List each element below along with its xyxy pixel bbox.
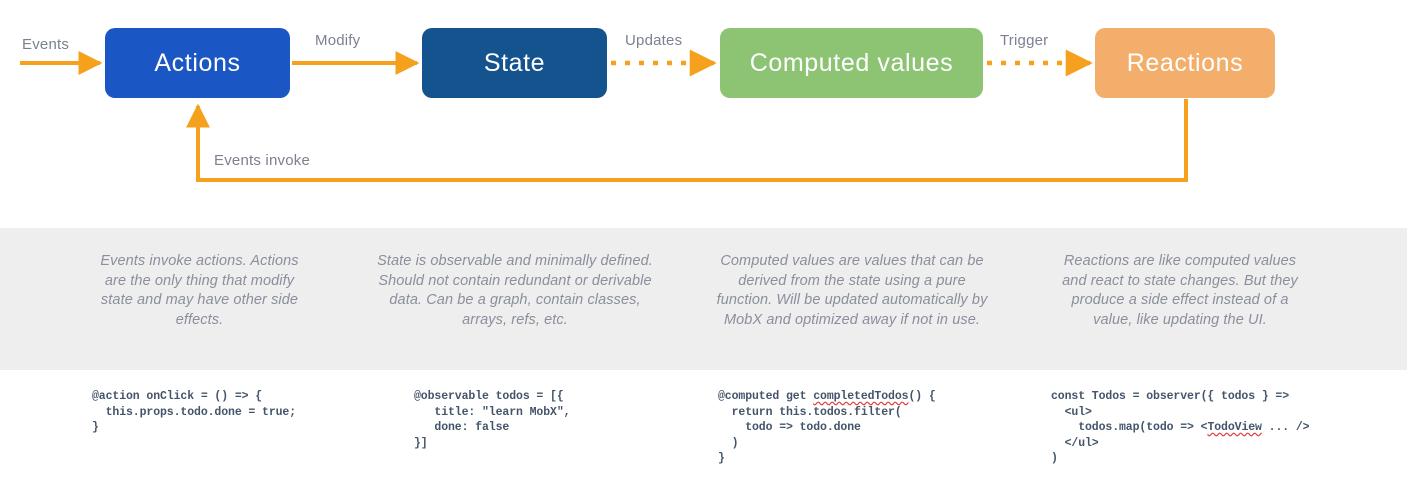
code-computed-prefix: @computed get xyxy=(718,390,814,403)
description-computed: Computed values are values that can be d… xyxy=(716,253,988,328)
description-state: State is observable and minimally define… xyxy=(377,253,653,328)
code-computed-misspelled-word: completedTodos xyxy=(813,390,909,403)
code-block-actions: @action onClick = () => { this.props.tod… xyxy=(92,390,297,434)
edge-label-trigger: Trigger xyxy=(1000,32,1049,49)
node-actions-label: Actions xyxy=(154,48,241,77)
edge-label-modify: Modify xyxy=(315,32,361,49)
code-reactions-suffix: ... /> </ul> ) xyxy=(1051,421,1310,465)
node-state[interactable]: State xyxy=(422,28,607,98)
node-reactions[interactable]: Reactions xyxy=(1095,28,1275,98)
node-reactions-label: Reactions xyxy=(1126,48,1244,77)
diagram-arrows-layer xyxy=(20,49,1188,182)
edge-label-events-invoke: Events invoke xyxy=(214,152,310,169)
edge-label-updates: Updates xyxy=(625,32,683,49)
node-computed-values-label: Computed values xyxy=(749,48,954,77)
code-reactions-misspelled-word: TodoView xyxy=(1207,421,1262,434)
code-reactions-prefix: const Todos = observer({ todos } => <ul>… xyxy=(1051,390,1290,434)
code-block-computed: @computed get completedTodos() { return … xyxy=(718,389,936,467)
code-computed-suffix: () { return this.todos.filter( todo => t… xyxy=(718,390,936,465)
description-actions: Events invoke actions. Actions are the o… xyxy=(100,253,299,328)
edge-label-events: Events xyxy=(22,36,70,53)
node-actions[interactable]: Actions xyxy=(105,28,290,98)
description-reactions: Reactions are like computed values and r… xyxy=(1062,253,1298,328)
node-state-label: State xyxy=(483,48,546,77)
arrow-events-invoke xyxy=(186,99,1188,182)
code-block-reactions: const Todos = observer({ todos } => <ul>… xyxy=(1051,389,1310,467)
description-band: Events invoke actions. Actions are the o… xyxy=(0,228,1407,370)
code-block-state: @observable todos = [{ title: "learn Mob… xyxy=(414,390,571,450)
node-computed-values[interactable]: Computed values xyxy=(720,28,983,98)
